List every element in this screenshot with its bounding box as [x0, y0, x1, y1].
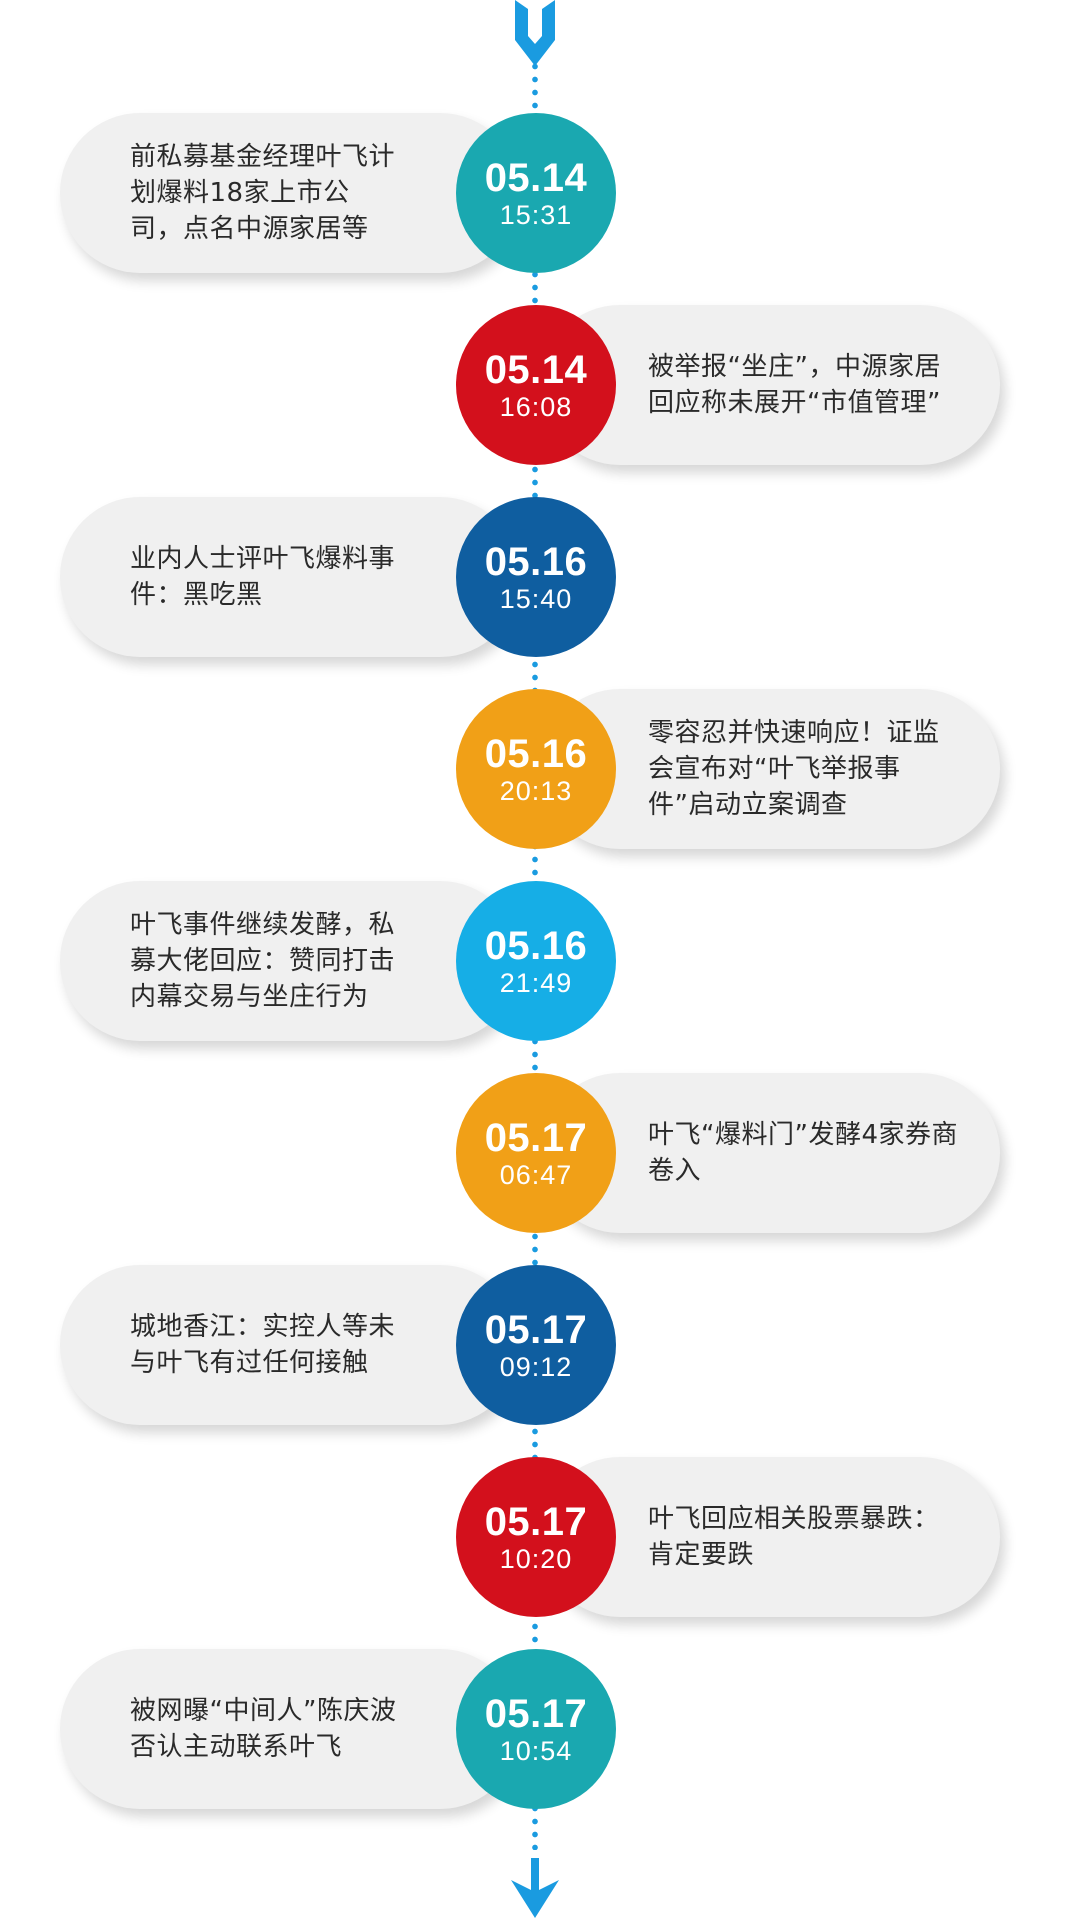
event-card: 被网曝“中间人”陈庆波否认主动联系叶飞: [60, 1649, 520, 1809]
event-card: 前私募基金经理叶飞计划爆料18家上市公司，点名中源家居等: [60, 113, 520, 273]
event-date: 05.17: [484, 1116, 588, 1160]
event-time: 16:08: [499, 392, 573, 422]
event-description: 叶飞事件继续发酵，私募大佬回应：赞同打击内幕交易与坐庄行为: [130, 910, 396, 1012]
event-date: 05.17: [484, 1692, 588, 1736]
event-time: 15:40: [499, 584, 573, 614]
event-time: 20:13: [499, 776, 573, 806]
event-description: 被网曝“中间人”陈庆波否认主动联系叶飞: [130, 1696, 397, 1762]
event-description: 业内人士评叶飞爆料事件：黑吃黑: [130, 544, 396, 610]
event-description: 前私募基金经理叶飞计划爆料18家上市公司，点名中源家居等: [130, 142, 396, 244]
event-time: 15:31: [499, 200, 573, 230]
event-date: 05.16: [484, 732, 588, 776]
event-time: 10:54: [499, 1736, 573, 1766]
event-time: 21:49: [499, 968, 573, 998]
event-card: 叶飞“爆料门”发酵4家券商卷入: [540, 1073, 1000, 1233]
event-date: 05.17: [484, 1308, 588, 1352]
event-date: 05.14: [484, 348, 588, 392]
event-time: 10:20: [499, 1544, 573, 1574]
event-time: 06:47: [499, 1160, 573, 1190]
event-description: 叶飞回应相关股票暴跌：肯定要跌: [648, 1504, 940, 1570]
event-card: 零容忍并快速响应！证监会宣布对“叶飞举报事件”启动立案调查: [540, 689, 1000, 849]
arrow-down-icon: [511, 1858, 559, 1918]
event-date: 05.16: [484, 540, 588, 584]
event-description: 零容忍并快速响应！证监会宣布对“叶飞举报事件”启动立案调查: [648, 718, 940, 820]
event-description: 叶飞“爆料门”发酵4家券商卷入: [648, 1120, 958, 1186]
event-description: 被举报“坐庄”，中源家居回应称未展开“市值管理”: [648, 352, 941, 418]
event-card: 被举报“坐庄”，中源家居回应称未展开“市值管理”: [540, 305, 1000, 465]
event-date: 05.16: [484, 924, 588, 968]
event-description: 城地香江：实控人等未与叶飞有过任何接触: [130, 1312, 396, 1378]
event-date: 05.14: [484, 156, 588, 200]
event-time: 09:12: [499, 1352, 573, 1382]
event-card: 城地香江：实控人等未与叶飞有过任何接触: [60, 1265, 520, 1425]
event-card: 业内人士评叶飞爆料事件：黑吃黑: [60, 497, 520, 657]
arrow-down-icon: [515, 0, 555, 66]
event-card: 叶飞事件继续发酵，私募大佬回应：赞同打击内幕交易与坐庄行为: [60, 881, 520, 1041]
event-date: 05.17: [484, 1500, 588, 1544]
event-card: 叶飞回应相关股票暴跌：肯定要跌: [540, 1457, 1000, 1617]
